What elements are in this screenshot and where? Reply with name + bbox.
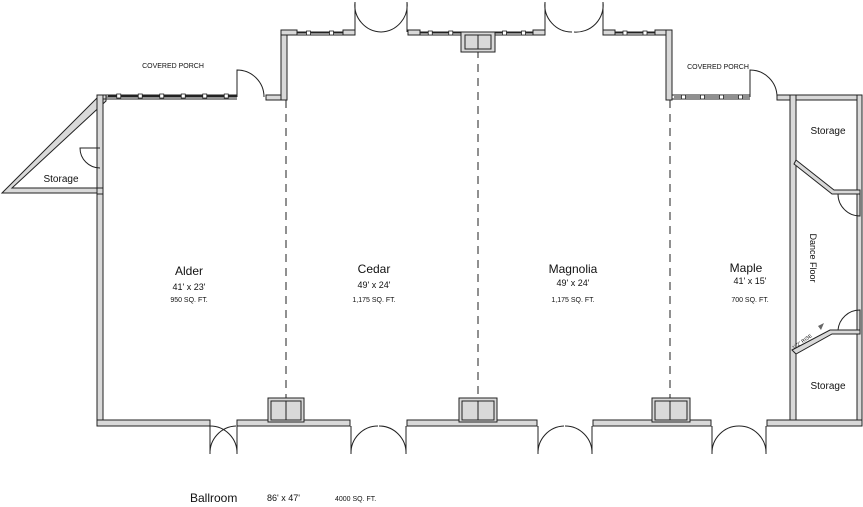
room-dims-cedar: 49' x 24' (358, 280, 391, 290)
exterior-walls (0, 29, 863, 427)
room-area-magnolia: 1,175 SQ. FT. (551, 297, 594, 304)
storage-label-right-top: Storage (810, 126, 845, 137)
room-area-cedar: 1,175 SQ. FT. (352, 297, 395, 304)
room-dims-alder: 41' x 23' (173, 282, 206, 292)
window-marker (159, 93, 165, 99)
partition-pockets (267, 31, 691, 423)
window-marker (700, 94, 705, 100)
window-marker (202, 93, 208, 99)
window-marker (502, 30, 507, 36)
window-marker (329, 30, 334, 36)
window-marker (738, 94, 743, 100)
window-marker (180, 93, 186, 99)
porch-label-left: COVERED PORCH (142, 63, 204, 70)
dance-floor-label: Dance Floor (808, 233, 818, 282)
room-name-cedar: Cedar (358, 262, 391, 276)
window-marker (427, 30, 433, 36)
window-marker (521, 30, 526, 36)
room-area-maple: 700 SQ. FT. (731, 297, 768, 304)
window-marker (137, 93, 143, 99)
ballroom-name: Ballroom (190, 491, 237, 505)
room-name-maple: Maple (730, 261, 763, 275)
window-marker (622, 30, 628, 36)
storage-label-right-bottom: Storage (810, 381, 845, 392)
room-dims-magnolia: 49' x 24' (557, 278, 590, 288)
ballroom-dims: 86' x 47' (267, 493, 300, 503)
storage-right-top-walls (793, 159, 861, 195)
window-marks (108, 30, 750, 100)
room-name-magnolia: Magnolia (549, 262, 598, 276)
window-marker (642, 30, 648, 36)
window-marker (116, 93, 122, 99)
room-dims-maple: 41' x 15' (734, 276, 767, 286)
window-marker (448, 30, 454, 36)
ballroom-area: 4000 SQ. FT. (335, 496, 376, 503)
storage-label-left: Storage (43, 174, 78, 185)
window-marker (719, 94, 724, 100)
doors (79, 1, 861, 455)
room-area-alder: 950 SQ. FT. (170, 297, 207, 304)
window-marker (681, 94, 686, 100)
ramp-arrow-icon (818, 323, 824, 330)
room-partitions (285, 50, 671, 420)
porch-label-right: COVERED PORCH (687, 64, 749, 71)
storage-right-bottom-walls (791, 329, 861, 355)
window-marker (306, 30, 311, 36)
window-marker (223, 93, 229, 99)
room-name-alder: Alder (175, 264, 203, 278)
